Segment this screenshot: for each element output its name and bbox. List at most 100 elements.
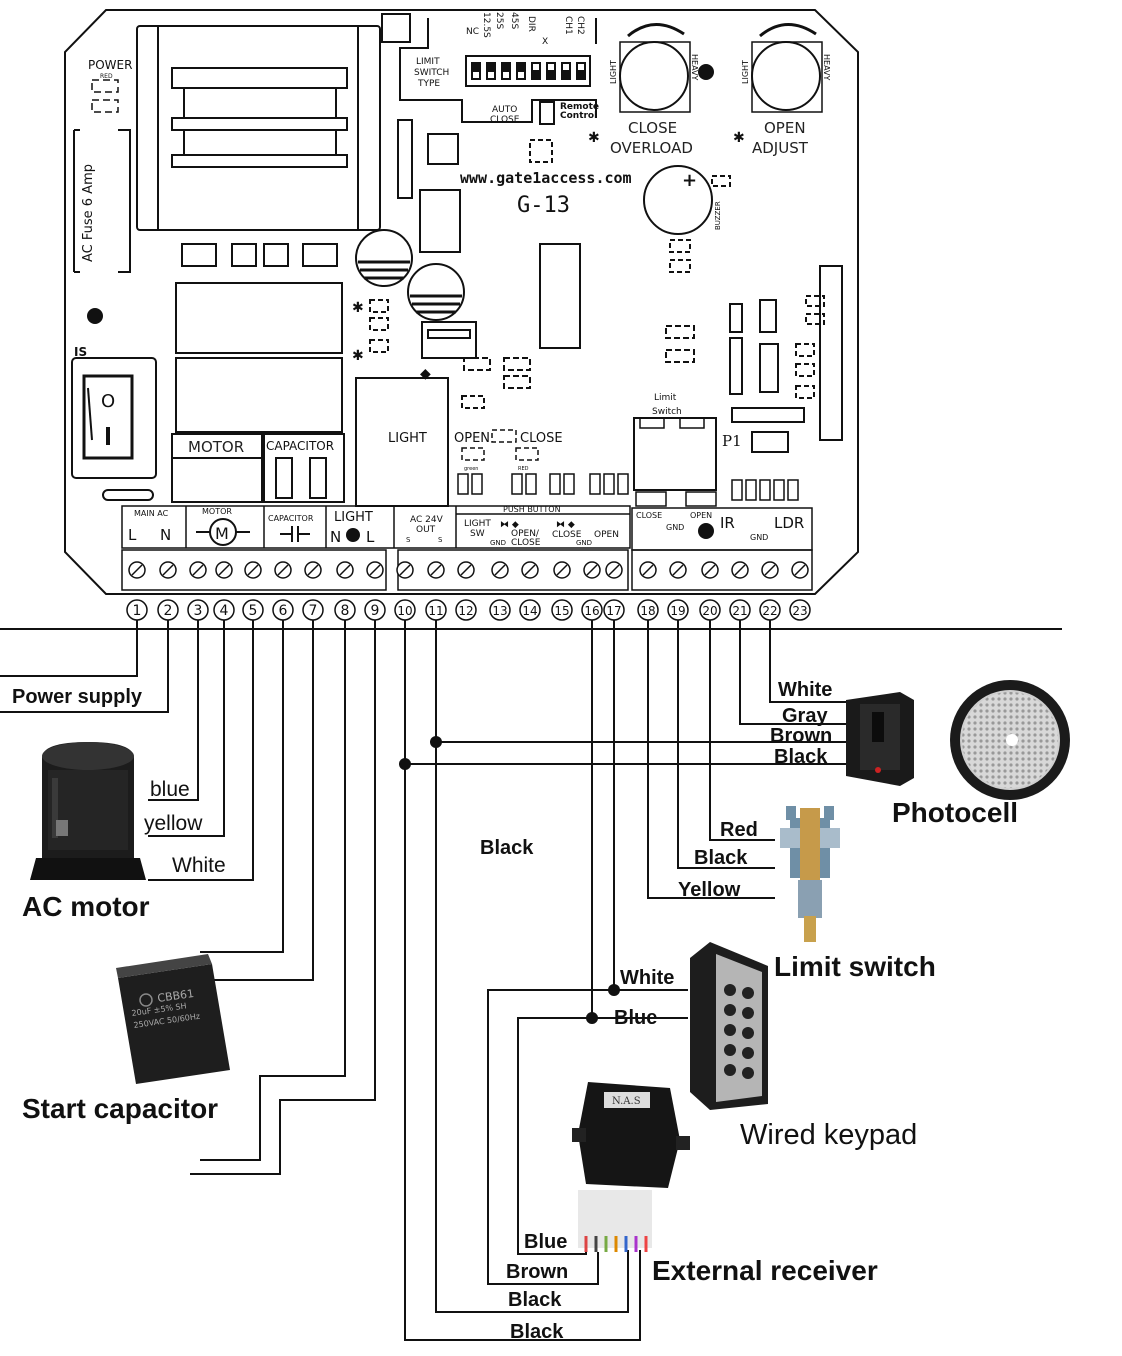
- terminal-screw[interactable]: [701, 561, 719, 579]
- motor-wire-white: White: [172, 854, 226, 877]
- open-pot-heavy: HEAVY: [822, 54, 831, 81]
- red-led-mark: RED: [518, 466, 529, 472]
- photocell-image: [846, 680, 1070, 800]
- label-close-btn: CLOSE: [552, 530, 582, 540]
- terminal-screw[interactable]: [791, 561, 809, 579]
- terminal-screws[interactable]: [128, 561, 809, 579]
- terminal-number: 10: [394, 599, 416, 621]
- terminal-screw[interactable]: [274, 561, 292, 579]
- label-s-2: S: [438, 536, 443, 544]
- limit-switch-label: Limit switch: [774, 951, 936, 982]
- svg-text:20: 20: [702, 604, 717, 618]
- misc-components: [369, 13, 843, 453]
- power-switch[interactable]: O: [71, 357, 157, 479]
- terminal-number: 6: [272, 599, 294, 621]
- motor-block: [171, 433, 263, 503]
- svg-text:22: 22: [762, 604, 777, 618]
- board-model: G-13: [517, 193, 570, 218]
- terminal-screw[interactable]: [336, 561, 354, 579]
- terminal-screw[interactable]: [128, 561, 146, 579]
- limit-dot: [698, 523, 714, 539]
- terminal-screw[interactable]: [605, 561, 623, 579]
- label-ac24-1: AC 24V: [410, 515, 444, 525]
- label-light-sw-1: LIGHT: [464, 519, 491, 529]
- close-overload-line-1: CLOSE: [628, 119, 677, 137]
- label-light-sw-2: SW: [470, 529, 485, 539]
- terminal-number: 8: [334, 599, 356, 621]
- power-led: [91, 79, 119, 113]
- svg-text:18: 18: [640, 604, 655, 618]
- terminal-number: 17: [603, 599, 625, 621]
- auto-close-line-1: AUTO: [492, 105, 517, 115]
- svg-text:9: 9: [371, 603, 380, 619]
- svg-text:2: 2: [164, 603, 173, 619]
- svg-text:13: 13: [492, 604, 507, 618]
- light-relay-label: LIGHT: [388, 431, 427, 446]
- svg-text:23: 23: [792, 604, 807, 618]
- p1-label: P1: [722, 432, 742, 450]
- label-open-btn: OPEN: [594, 530, 619, 540]
- terminal-screw[interactable]: [366, 561, 384, 579]
- ls-wire-red: Red: [720, 819, 758, 841]
- terminal-number: 14: [519, 599, 541, 621]
- terminal-screw[interactable]: [457, 561, 475, 579]
- svg-text:8: 8: [341, 603, 350, 619]
- terminal-screw[interactable]: [639, 561, 657, 579]
- label-ir: IR: [720, 514, 735, 532]
- terminal-screw[interactable]: [761, 561, 779, 579]
- label-l: L: [128, 526, 137, 544]
- open-adjust-pot[interactable]: [751, 23, 823, 113]
- terminal-screw[interactable]: [491, 561, 509, 579]
- limit-type-line-2: SWITCH: [414, 68, 449, 78]
- dip-label-25s: 25S: [494, 12, 504, 29]
- power-supply-label: Power supply: [12, 686, 143, 708]
- svg-text:+: +: [682, 170, 697, 191]
- close-open-arrows: ⧓ ◆: [556, 520, 575, 530]
- receiver-tag: N.A.S: [612, 1096, 641, 1107]
- capacitor-symbol: [280, 526, 310, 542]
- center-black-label: Black: [480, 837, 534, 859]
- transformer: [136, 25, 381, 231]
- terminal-screw[interactable]: [553, 561, 571, 579]
- mount-hole-left: [87, 308, 103, 324]
- dip-switch[interactable]: [399, 18, 597, 123]
- terminal-screw[interactable]: [304, 561, 322, 579]
- terminal-number: 7: [302, 599, 324, 621]
- terminal-screw[interactable]: [396, 561, 414, 579]
- terminal-number: 23: [789, 599, 811, 621]
- close-overload-pot[interactable]: [619, 23, 691, 113]
- keypad-key: [742, 1047, 754, 1059]
- label-light-n: N: [330, 528, 341, 546]
- label-capacitor: CAPACITOR: [268, 514, 314, 523]
- remote-control-line-1: Remote: [560, 102, 599, 112]
- close-pot-light: LIGHT: [609, 60, 618, 84]
- keypad-key: [742, 1027, 754, 1039]
- terminal-screw[interactable]: [427, 561, 445, 579]
- terminal-screw[interactable]: [159, 561, 177, 579]
- terminal-screw[interactable]: [731, 561, 749, 579]
- component-stars: ✱ ✱ ◆ ✱ ✱: [352, 130, 745, 382]
- keypad-key: [742, 1007, 754, 1019]
- label-gnd-1: GND: [490, 539, 506, 547]
- terminal-screw[interactable]: [521, 561, 539, 579]
- label-ldr: LDR: [774, 514, 804, 532]
- svg-text:16: 16: [584, 604, 599, 618]
- svg-text:✱: ✱: [352, 348, 364, 364]
- label-limit-close: CLOSE: [636, 511, 662, 520]
- svg-text:✱: ✱: [588, 130, 600, 146]
- control-board: [64, 9, 859, 595]
- external-receiver-label: External receiver: [652, 1255, 878, 1286]
- open-adjust-line-1: OPEN: [764, 119, 806, 137]
- terminal-screw[interactable]: [669, 561, 687, 579]
- wire-junctions: [399, 736, 620, 1024]
- capacitor-block-label: CAPACITOR: [266, 439, 334, 453]
- terminal-screw[interactable]: [583, 561, 601, 579]
- capacitor-image: [116, 954, 230, 1084]
- label-light: LIGHT: [334, 510, 373, 525]
- terminal-screw[interactable]: [189, 561, 207, 579]
- terminal-screw[interactable]: [244, 561, 262, 579]
- terminal-screw[interactable]: [215, 561, 233, 579]
- keypad-key: [724, 1024, 736, 1036]
- terminal-number: 22: [759, 599, 781, 621]
- terminal-number: 11: [425, 599, 447, 621]
